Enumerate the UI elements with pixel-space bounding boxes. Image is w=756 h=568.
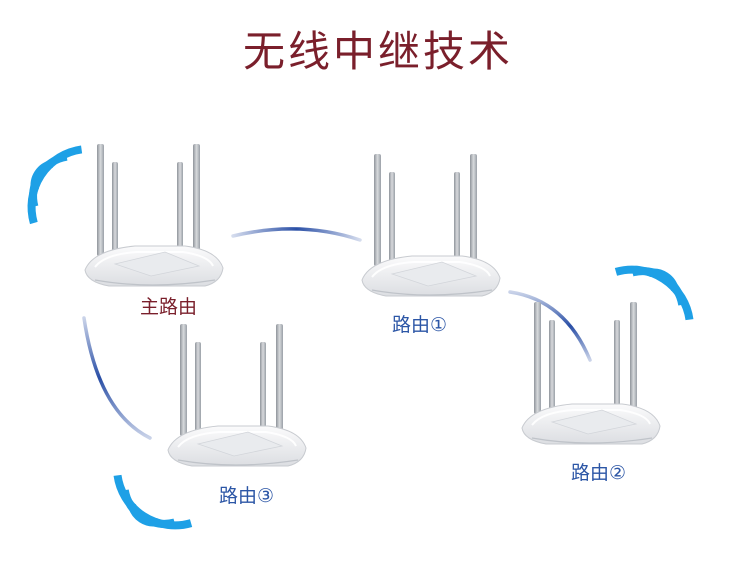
- router-3-label: 路由③: [219, 485, 275, 507]
- router-2-label: 路由②: [571, 462, 627, 484]
- wifi-signal-icon: [21, 149, 95, 223]
- router-icon: [84, 143, 224, 287]
- page-title: 无线中继技术: [242, 27, 513, 76]
- wifi-signal-icon: [117, 462, 191, 536]
- router-1-label: 路由①: [392, 314, 448, 336]
- router-icon: [521, 301, 661, 445]
- wifi-signal-icon: [616, 259, 690, 333]
- link-r1-r2: [508, 290, 592, 362]
- router-icon: [167, 323, 307, 467]
- router-icon: [361, 153, 501, 297]
- link-main-r3: [82, 316, 152, 440]
- main-router-label: 主路由: [140, 296, 198, 318]
- link-main-r1: [231, 227, 362, 242]
